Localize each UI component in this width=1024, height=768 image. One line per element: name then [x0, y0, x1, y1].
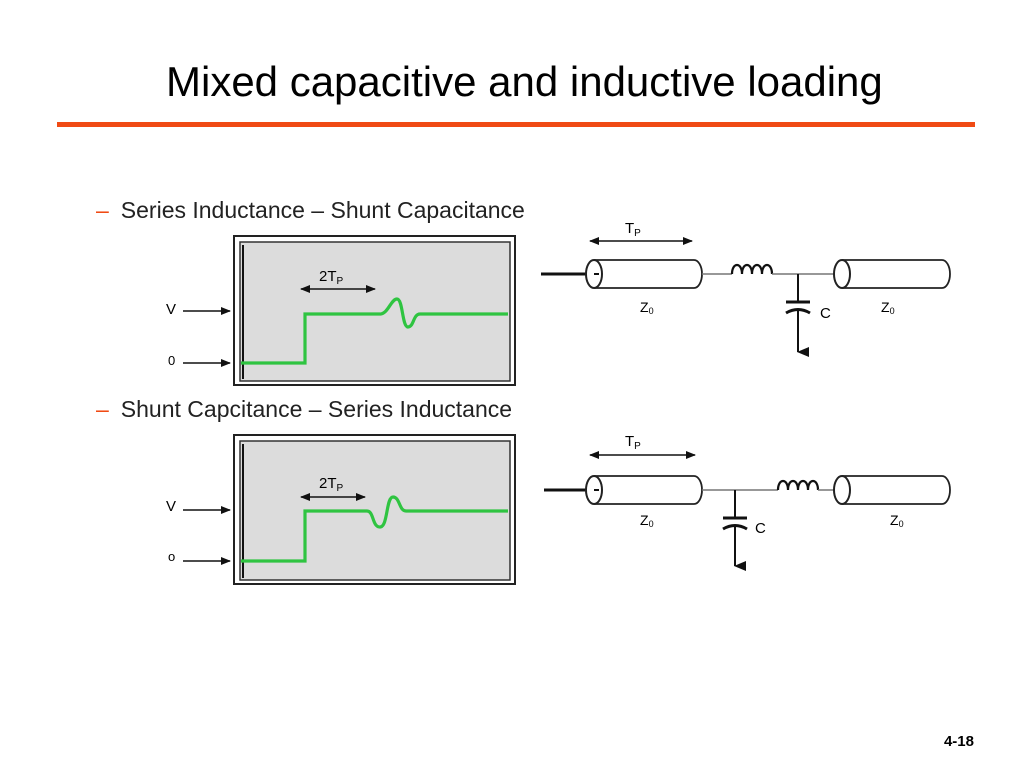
circuit-1: TP Z0 C Z0 — [541, 220, 951, 357]
shunt-capacitor — [785, 274, 811, 357]
zero-level-label: o — [168, 549, 175, 564]
v-level-label: V — [166, 301, 176, 318]
interval-label: 2TP — [319, 475, 344, 494]
bullet-text: Shunt Capcitance – Series Inductance — [120, 396, 513, 422]
bullet-series-shunt: –Series Inductance – Shunt Capacitance — [96, 197, 525, 224]
z2-label: Z0 — [881, 299, 895, 316]
z1-label: Z0 — [640, 512, 654, 529]
scope-1: 2TP V 0 — [166, 235, 516, 386]
delay-label: TP — [625, 433, 641, 452]
z1-label: Z0 — [640, 299, 654, 316]
inductor — [730, 263, 774, 275]
waveform-trace — [241, 297, 508, 365]
page-number: 4-18 — [943, 733, 974, 750]
bullet-dash: – — [96, 396, 109, 422]
circuit-2: TP Z0 C Z0 — [544, 433, 951, 571]
delay-label: TP — [625, 220, 641, 239]
bullet-shunt-series: –Shunt Capcitance – Series Inductance — [96, 396, 512, 423]
bullet-dash: – — [96, 197, 109, 223]
zero-level-label: 0 — [168, 353, 175, 368]
scope-2: 2TP V o — [166, 434, 516, 585]
waveform-trace — [241, 495, 508, 563]
transmission-line-1 — [585, 259, 703, 289]
shunt-capacitor — [722, 490, 748, 571]
z2-label: Z0 — [890, 512, 904, 529]
v-level-label: V — [166, 498, 176, 515]
slide-title: Mixed capacitive and inductive loading — [166, 58, 883, 105]
transmission-line-2 — [833, 475, 951, 505]
transmission-line-1 — [585, 475, 703, 505]
cap-label: C — [755, 520, 766, 537]
title-divider — [57, 122, 975, 127]
bullet-text: Series Inductance – Shunt Capacitance — [120, 197, 525, 223]
transmission-line-2 — [833, 259, 951, 289]
inductor — [776, 479, 820, 491]
interval-label: 2TP — [319, 268, 344, 287]
cap-label: C — [820, 305, 831, 322]
scope-screen — [239, 241, 511, 382]
